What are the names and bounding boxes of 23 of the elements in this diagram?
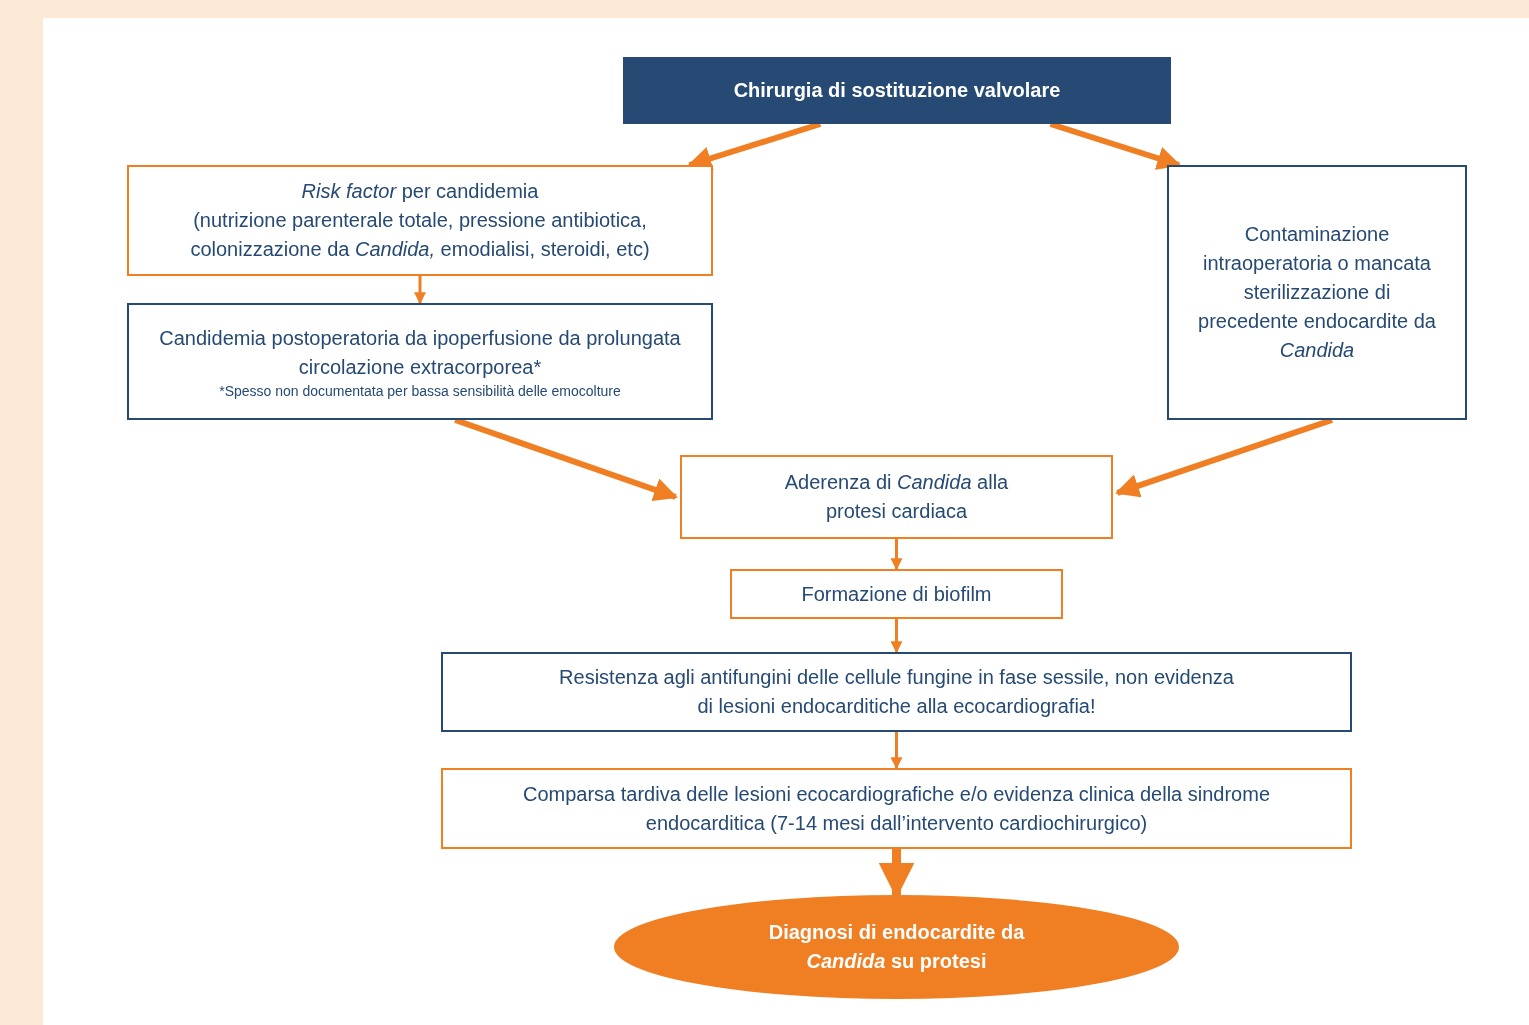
box-text: Chirurgia di sostituzione valvolare <box>733 78 1061 103</box>
process-box <box>730 569 1063 619</box>
box-text: Candidemia postoperatoria da ipoperfusione da prolungata circolazione extracorporea* <box>158 325 682 380</box>
footnote: *Spesso non documentata per bassa sensibilità delle emocolture <box>219 381 621 400</box>
box-text: Formazione di biofilm <box>801 581 992 607</box>
arrow <box>890 732 903 770</box>
process-box <box>1167 165 1467 420</box>
box-text: Diagnosi di endocardite da Candida su protesi <box>767 920 1026 974</box>
title-box <box>623 57 1171 124</box>
process-box <box>441 652 1352 732</box>
box-text: Resistenza agli antifungini delle cellule fungine in fase sessile, non evidenza di lesioni endocarditiche alla ecocardiografia! <box>558 665 1235 719</box>
process-box <box>127 165 713 276</box>
process-box <box>127 303 713 420</box>
arrow <box>890 619 903 654</box>
box-text: (nutrizione parenterale totale, pressione antibiotica, colonizzazione da Candida, emodialisi, steroidi, etc) <box>189 208 651 262</box>
process-box <box>680 455 1113 539</box>
box-text: Aderenza di Candida alla protesi cardiaca <box>783 470 1010 524</box>
box-text: Contaminazione intraoperatoria o mancata sterilizzazione di precedente endocardite da Candida <box>1197 222 1437 363</box>
box-text: Risk factor per candidemia <box>301 179 539 204</box>
box-text: Comparsa tardiva delle lesioni ecocardiografiche e/o evidenza clinica della sindrome endocarditica (7-14 mesi dall’intervento cardiochirurgico) <box>521 781 1272 836</box>
process-box <box>441 768 1352 849</box>
arrow <box>414 276 426 305</box>
arrow <box>890 539 903 571</box>
